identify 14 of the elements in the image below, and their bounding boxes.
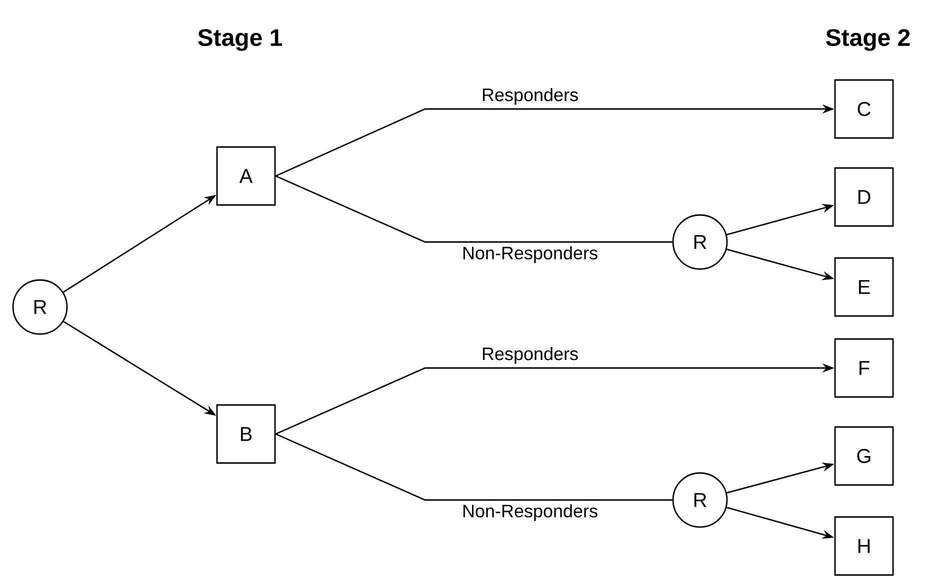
treatment-box: C <box>834 79 894 139</box>
treatment-box: G <box>834 426 894 486</box>
treatment-box: D <box>834 167 894 227</box>
treatment-box: H <box>834 516 894 576</box>
stage-heading: Stage 1 <box>198 29 282 51</box>
treatment-box: B <box>216 404 276 464</box>
edge-label: Non-Responders <box>463 504 598 521</box>
treatment-box: F <box>834 338 894 398</box>
edge-label: Responders <box>482 347 578 364</box>
treatment-box: E <box>834 257 894 317</box>
stage-heading: Stage 2 <box>826 29 910 51</box>
edge-label: Non-Responders <box>463 246 598 263</box>
edge-label: Responders <box>482 88 578 105</box>
treatment-box: A <box>216 146 276 206</box>
